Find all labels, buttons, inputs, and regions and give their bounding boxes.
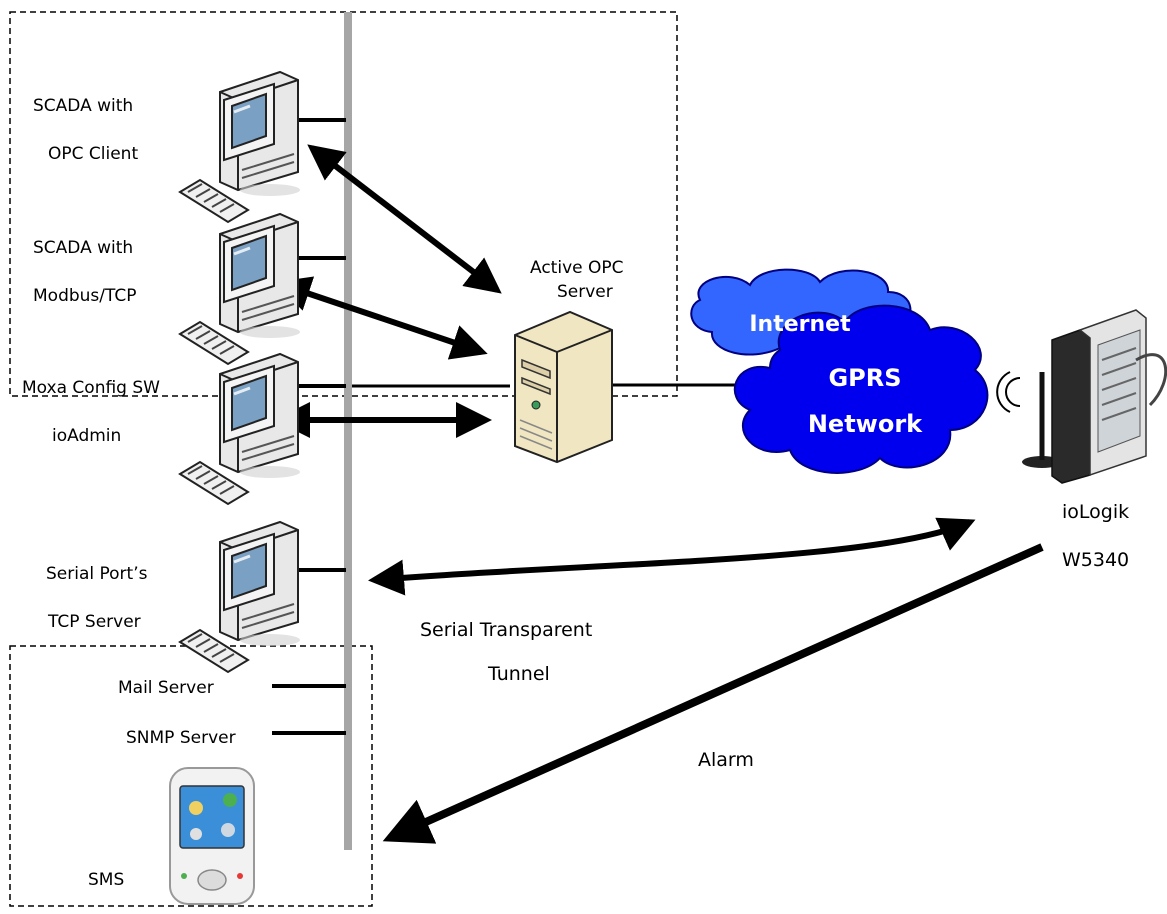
- moxa-config-computer-icon: [178, 352, 302, 506]
- scada-modbus-label-line2: Modbus/TCP: [33, 286, 137, 306]
- sms-label: SMS: [88, 870, 125, 890]
- opc-server-icon: [514, 310, 613, 464]
- opc-server-label-line1: Active OPC: [530, 258, 624, 278]
- iologik-label-line2: W5340: [1062, 549, 1130, 571]
- arrow-opc-client-server: [307, 144, 502, 294]
- mail-server-label: Mail Server: [118, 678, 214, 698]
- gprs-network-cloud: [733, 304, 989, 474]
- internet-label: Internet: [749, 312, 851, 337]
- tunnel-label-line1: Serial Transparent: [420, 619, 593, 641]
- serial-server-label-line1: Serial Port’s: [46, 564, 148, 584]
- iologik-device-icon: [1022, 309, 1167, 484]
- scada-opc-label-line2: OPC Client: [48, 144, 139, 164]
- iologik-label-line1: ioLogik: [1062, 501, 1130, 523]
- tunnel-label-line2: Tunnel: [488, 663, 550, 685]
- control-center-boundary: [9, 11, 678, 397]
- snmp-server-label: SNMP Server: [126, 728, 236, 748]
- scada-opc-label-line1: SCADA with: [33, 96, 134, 116]
- serial-server-label-line2: TCP Server: [48, 612, 141, 632]
- scada-modbus-computer-icon: [178, 212, 302, 366]
- scada-opc-computer-icon: [178, 70, 302, 224]
- opc-server-label-line2: Server: [557, 282, 613, 302]
- serial-server-computer-icon: [178, 520, 302, 674]
- gprs-label-line1: GPRS: [828, 364, 902, 392]
- alarm-label: Alarm: [698, 749, 754, 771]
- arrow-alarm: [382, 543, 1044, 844]
- sms-phone-icon: [169, 767, 255, 905]
- moxa-config-label-line2: ioAdmin: [52, 426, 122, 446]
- gprs-label-line2: Network: [807, 410, 923, 438]
- wireless-signal-icon: [996, 371, 1021, 413]
- arrow-modbus-server: [274, 276, 488, 360]
- moxa-config-label-line1: Moxa Config SW: [22, 378, 160, 398]
- arrow-serial-tunnel: [368, 517, 976, 596]
- scada-modbus-label-line1: SCADA with: [33, 238, 134, 258]
